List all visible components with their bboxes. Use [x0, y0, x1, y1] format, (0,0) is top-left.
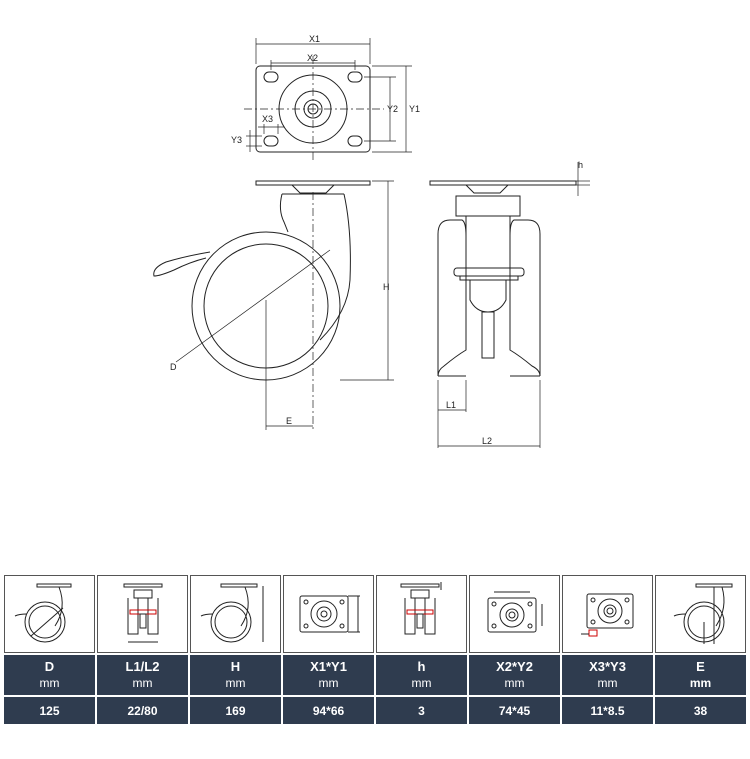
thumb-d [4, 575, 95, 653]
dim-label-e: E [286, 416, 292, 426]
side-view-caster [153, 180, 394, 430]
spec-label: X2*Y2 [496, 659, 533, 674]
spec-unit: mm [504, 676, 525, 690]
thumb-x3y3 [562, 575, 653, 653]
thumb-l1l2 [97, 575, 188, 653]
thumb-h-total [190, 575, 281, 653]
spec-header-h-plate: h mm [376, 655, 467, 695]
spec-value-h-plate: 3 [376, 697, 467, 724]
spec-column-h-plate: h mm 3 [376, 575, 467, 724]
spec-value-h-total: 169 [190, 697, 281, 724]
spec-table: D mm 125 L1/L2 mm 22/8 [4, 575, 746, 724]
dim-label-l2: L2 [482, 436, 492, 446]
top-view-mounting-plate [244, 38, 412, 160]
dim-label-l1: L1 [446, 400, 456, 410]
spec-label: X3*Y3 [589, 659, 626, 674]
spec-column-x3y3: X3*Y3 mm 11*8.5 [562, 575, 653, 724]
spec-value-l1l2: 22/80 [97, 697, 188, 724]
thumb-x2y2 [469, 575, 560, 653]
spec-label: E [696, 659, 705, 674]
spec-label: L1/L2 [125, 659, 160, 674]
hole-spacing-icon [487, 591, 542, 633]
spec-value-d: 125 [4, 697, 95, 724]
spec-column-x2y2: X2*Y2 mm 74*45 [469, 575, 560, 724]
spec-column-d: D mm 125 [4, 575, 95, 724]
spec-column-l1l2: L1/L2 mm 22/80 [97, 575, 188, 724]
thumb-h-plate [376, 575, 467, 653]
spec-header-x3y3: X3*Y3 mm [562, 655, 653, 695]
spec-unit: mm [225, 676, 246, 690]
spec-label: X1*Y1 [310, 659, 347, 674]
spec-column-x1y1: X1*Y1 mm 94*66 [283, 575, 374, 724]
total-height-icon [200, 583, 263, 643]
spec-value-x1y1: 94*66 [283, 697, 374, 724]
spec-value-x3y3: 11*8.5 [562, 697, 653, 724]
dim-label-h-plate: h [578, 160, 583, 170]
spec-value-e: 38 [655, 697, 746, 724]
spec-header-x1y1: X1*Y1 mm [283, 655, 374, 695]
spec-header-l1l2: L1/L2 mm [97, 655, 188, 695]
dim-label-y3: Y3 [231, 135, 242, 145]
wheel-diameter-icon [14, 583, 71, 643]
front-view-caster [429, 162, 590, 448]
thumb-x1y1 [283, 575, 374, 653]
spec-header-x2y2: X2*Y2 mm [469, 655, 560, 695]
wheel-width-icon [123, 583, 162, 643]
thumb-e [655, 575, 746, 653]
spec-value-x2y2: 74*45 [469, 697, 560, 724]
spec-label: D [44, 659, 55, 674]
plate-thickness-icon [400, 582, 441, 635]
plate-size-icon [299, 595, 360, 633]
dim-label-x3: X3 [262, 114, 273, 124]
spec-header-d: D mm [4, 655, 95, 695]
dim-label-y2: Y2 [387, 104, 398, 114]
spec-unit: mm [132, 676, 153, 690]
dim-label-h-total: H [383, 282, 390, 292]
dim-label-y1: Y1 [409, 104, 420, 114]
swivel-offset-icon [673, 583, 732, 644]
spec-unit: mm [689, 676, 712, 690]
spec-label: h [417, 659, 426, 674]
caster-technical-drawing: X1 X2 Y1 Y2 X3 Y3 H D E [153, 34, 590, 448]
spec-unit: mm [597, 676, 618, 690]
spec-header-h-total: H mm [190, 655, 281, 695]
spec-label: H [230, 659, 241, 674]
bolt-hole-size-icon [580, 593, 633, 637]
spec-unit: mm [318, 676, 339, 690]
spec-header-e: E mm [655, 655, 746, 695]
spec-column-e: E mm 38 [655, 575, 746, 724]
dim-label-d: D [170, 362, 177, 372]
spec-unit: mm [39, 676, 60, 690]
dim-label-x1: X1 [309, 34, 320, 44]
spec-column-h-total: H mm 169 [190, 575, 281, 724]
dim-label-x2: X2 [307, 53, 318, 63]
spec-unit: mm [411, 676, 432, 690]
